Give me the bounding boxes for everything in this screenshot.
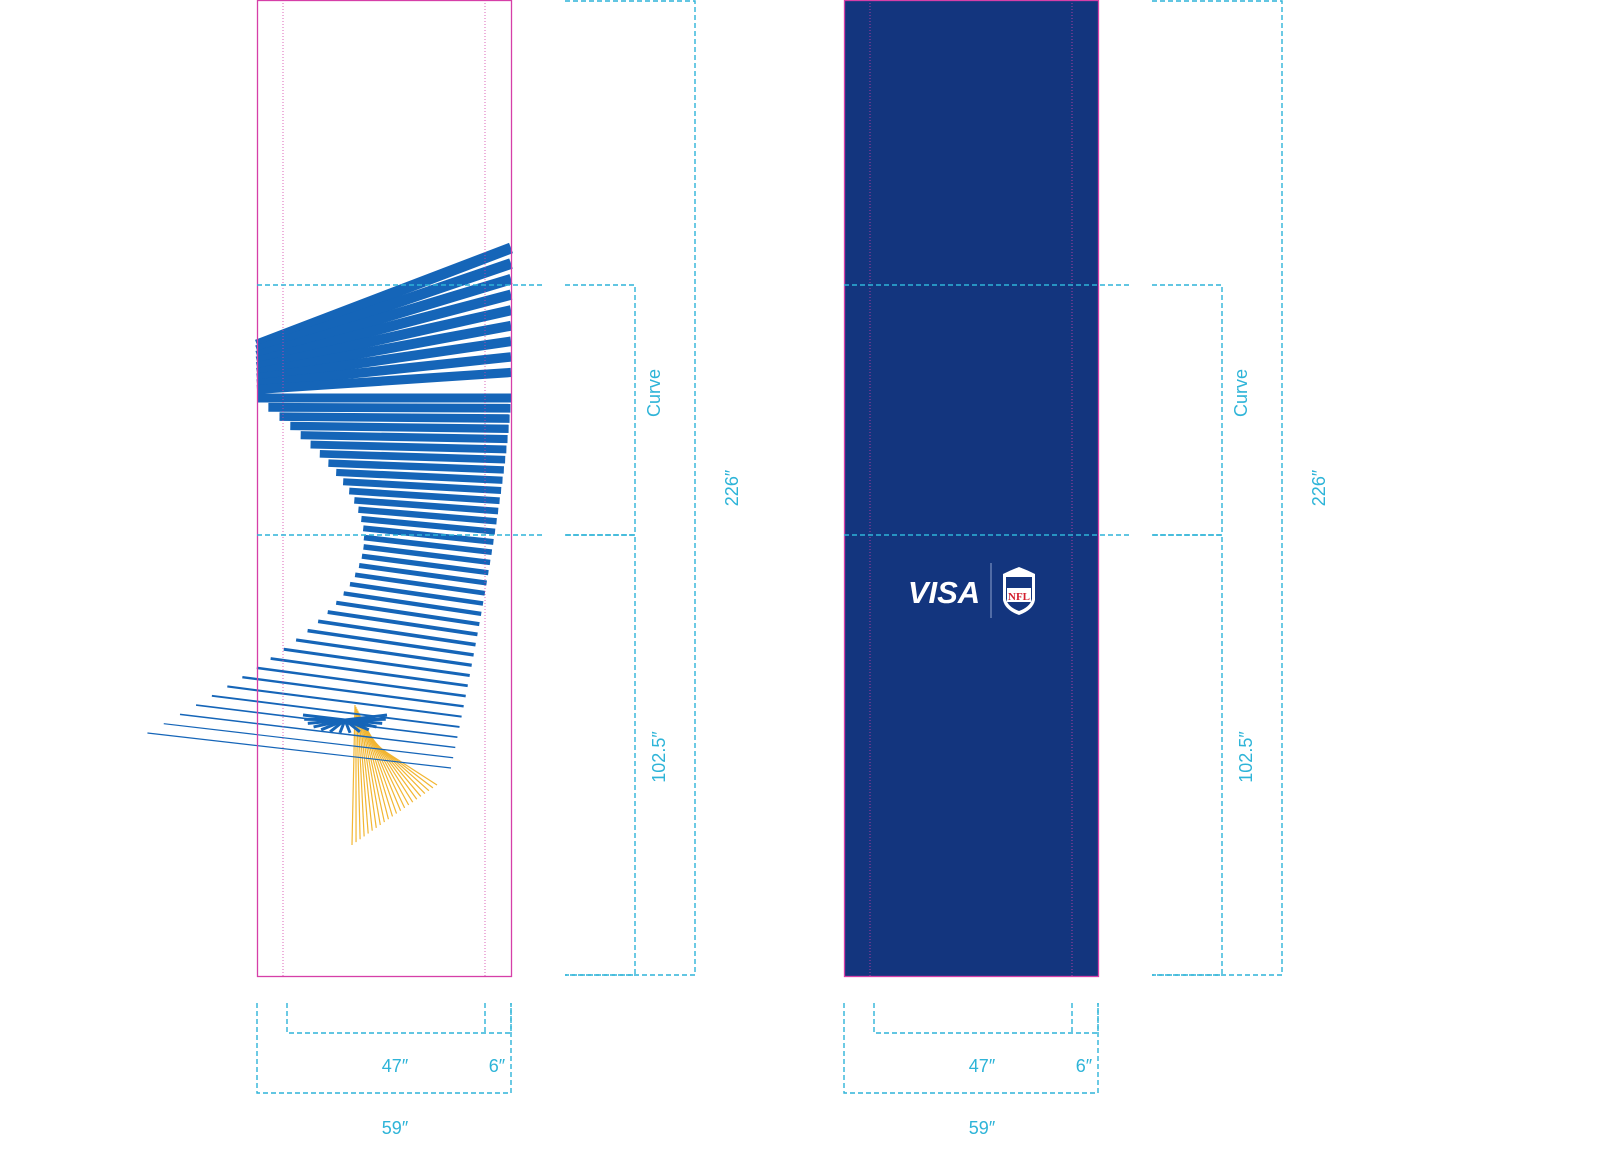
blue-bar bbox=[256, 367, 512, 395]
blue-bar bbox=[283, 647, 470, 677]
curve-bracket bbox=[565, 284, 636, 536]
total-width-label: 59″ bbox=[382, 1118, 409, 1138]
blue-bar bbox=[147, 732, 452, 769]
blue-bar bbox=[300, 431, 508, 444]
total-height-bracket bbox=[565, 0, 696, 976]
blue-bar bbox=[328, 459, 505, 474]
blue-bar bbox=[227, 685, 462, 718]
curve-label: Curve bbox=[1231, 369, 1251, 417]
blue-bar bbox=[317, 619, 476, 647]
blue-bar bbox=[211, 694, 460, 728]
logo-panel: VISA NFL bbox=[843, 0, 1283, 1094]
gold-line bbox=[358, 712, 369, 834]
lower-bracket bbox=[565, 534, 636, 976]
blue-bar bbox=[163, 723, 454, 759]
curl-bar bbox=[329, 718, 346, 734]
nfl-wordmark: NFL bbox=[1008, 591, 1030, 603]
total-width-label: 59″ bbox=[969, 1118, 996, 1138]
gold-line bbox=[374, 744, 438, 786]
blue-bar bbox=[342, 478, 502, 494]
gold-line bbox=[364, 725, 398, 814]
bleed-border bbox=[843, 0, 1100, 978]
blue-bar bbox=[242, 676, 464, 708]
blue-bar bbox=[179, 713, 456, 749]
inner-width-label: 47″ bbox=[382, 1056, 409, 1076]
blue-bar bbox=[290, 421, 509, 433]
total-height-label: 226″ bbox=[722, 469, 742, 506]
blue-bar bbox=[295, 638, 472, 667]
blue-bar bbox=[268, 402, 511, 413]
blue-bar bbox=[255, 242, 513, 351]
visa-nfl-logo: VISA NFL bbox=[908, 563, 1035, 618]
curve-label: Curve bbox=[644, 369, 664, 417]
blue-bar bbox=[255, 258, 513, 356]
total-width-bracket bbox=[843, 1003, 1099, 1094]
total-width-bracket bbox=[256, 1003, 512, 1094]
blue-bar bbox=[327, 610, 478, 637]
blue-bar bbox=[361, 553, 489, 576]
gold-line bbox=[359, 714, 373, 831]
blue-bar bbox=[256, 336, 512, 384]
blue-bar bbox=[363, 534, 493, 555]
blue-bar bbox=[358, 563, 487, 586]
visa-logo: VISA bbox=[908, 575, 980, 610]
artwork-panel bbox=[147, 0, 696, 1094]
curl-bar bbox=[344, 713, 388, 722]
gold-line bbox=[363, 723, 394, 817]
inner-width-bracket bbox=[286, 1003, 512, 1034]
lower-bracket bbox=[1152, 534, 1223, 976]
blue-bar bbox=[335, 600, 480, 627]
total-height-label: 226″ bbox=[1309, 469, 1329, 506]
blue-bar bbox=[363, 544, 491, 566]
curve-bracket bbox=[1152, 284, 1223, 536]
blue-bar bbox=[255, 289, 513, 367]
lower-height-label: 102.5″ bbox=[649, 731, 669, 783]
margin-width-label: 6″ bbox=[489, 1056, 506, 1076]
gold-line bbox=[360, 716, 377, 828]
blue-bar bbox=[256, 320, 512, 378]
blue-bar bbox=[336, 468, 503, 484]
blue-bar bbox=[319, 450, 506, 464]
blue-bar bbox=[358, 506, 497, 525]
blue-bar bbox=[349, 487, 500, 505]
blue-bar bbox=[354, 572, 486, 596]
inner-width-bracket bbox=[873, 1003, 1099, 1034]
blue-bar bbox=[255, 274, 513, 362]
blue-bar bbox=[349, 581, 484, 606]
gold-line bbox=[365, 727, 402, 811]
inner-width-label: 47″ bbox=[969, 1056, 996, 1076]
nfl-band bbox=[1007, 588, 1031, 602]
panel-background bbox=[844, 0, 1098, 977]
total-height-bracket bbox=[1152, 0, 1283, 976]
bleed-border bbox=[256, 0, 513, 978]
blue-bar bbox=[279, 412, 510, 423]
lower-height-label: 102.5″ bbox=[1236, 731, 1256, 783]
blue-bar bbox=[256, 666, 466, 698]
blue-bar bbox=[256, 352, 512, 389]
margin-width-label: 6″ bbox=[1076, 1056, 1093, 1076]
blue-bar bbox=[310, 440, 507, 454]
gold-line bbox=[366, 729, 406, 809]
blue-bar bbox=[270, 657, 468, 688]
blue-bar bbox=[343, 591, 482, 616]
swirl-artwork bbox=[147, 242, 513, 846]
blue-bar bbox=[255, 305, 513, 373]
gold-line bbox=[362, 721, 390, 820]
blue-bar bbox=[354, 497, 499, 515]
blue-bar bbox=[361, 515, 496, 535]
curl-bar bbox=[338, 719, 347, 734]
blue-bar bbox=[307, 628, 474, 657]
